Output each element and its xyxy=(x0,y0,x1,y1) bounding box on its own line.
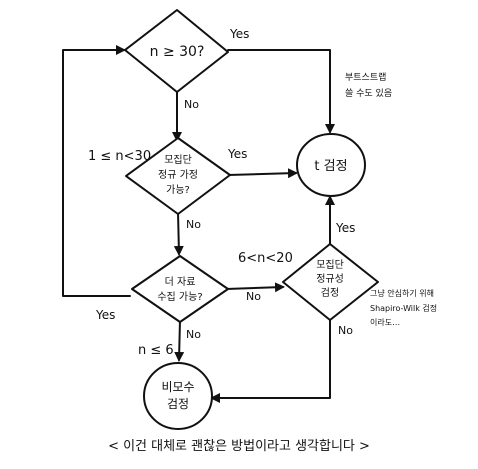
annotation-bootstrap-line2: 쓸 수도 있음 xyxy=(345,87,392,99)
decision-population-normality: 모집단 정규성 검정 xyxy=(282,243,379,321)
edge-popnorm-yes xyxy=(227,168,298,179)
annotation-shapiro-line3: 이라도… xyxy=(370,317,400,327)
decision-normality-line3: 검정 xyxy=(321,287,339,299)
decision-n-ge-30: n ≥ 30? xyxy=(124,9,229,93)
decision-more-data: 더 자료 수집 가능? xyxy=(131,255,229,323)
edge-normality-no xyxy=(210,317,331,403)
terminal-nonparametric: 비모수 검정 xyxy=(143,362,213,430)
decision-pop-normal-line2: 정규 가정 xyxy=(158,169,198,181)
annotation-n-le-6: n ≤ 6 xyxy=(138,343,174,358)
decision-pop-normal-line1: 모집단 xyxy=(164,154,192,166)
terminal-nonparam-line2: 검정 xyxy=(167,397,189,411)
annotation-range-1-30: 1 ≤ n<30 xyxy=(88,149,151,164)
decision-normality-line1: 모집단 xyxy=(316,259,344,271)
annotation-range-6-20: 6<n<20 xyxy=(238,251,293,266)
annotation-shapiro-line1: 그냥 안심하기 위해 xyxy=(370,288,434,298)
label-yes-top: Yes xyxy=(229,27,249,41)
label-no-bottom: No xyxy=(186,328,201,341)
decision-pop-normal-line3: 가능? xyxy=(166,184,190,196)
edge-labels: Yes No Yes No Yes No No Yes No xyxy=(95,27,355,341)
edge-n-le-6 xyxy=(174,319,185,362)
decision-normality-line2: 정규성 xyxy=(316,273,344,285)
edge-moredata-yes xyxy=(62,45,131,297)
edge-moredata-no xyxy=(225,282,285,293)
label-yes-mid: Yes xyxy=(227,147,247,161)
terminal-t-test: t 검정 xyxy=(296,133,366,197)
decision-more-data-line1: 더 자료 xyxy=(165,276,196,288)
annotation-bootstrap-line1: 부트스트랩 xyxy=(345,71,386,83)
decision-population-normal: 모집단 정규 가정 가능? xyxy=(125,137,231,215)
label-yes-left: Yes xyxy=(95,308,115,322)
decision-more-data-line2: 수집 가능? xyxy=(157,291,202,303)
label-no-top: No xyxy=(184,98,199,111)
terminal-nonparam-line1: 비모수 xyxy=(161,380,194,394)
label-no-more-data: No xyxy=(246,290,261,303)
edge-n30-yes xyxy=(227,49,335,134)
decision-n-ge-30-text: n ≥ 30? xyxy=(150,44,205,60)
edge-popnorm-no xyxy=(173,211,184,256)
connectors xyxy=(62,45,335,403)
caption: < 이건 대체로 괜찮은 방법이라고 생각합니다 > xyxy=(108,439,370,454)
label-no-mid: No xyxy=(186,218,201,231)
annotations: 1 ≤ n<30 6<n<20 n ≤ 6 부트스트랩 쓸 수도 있음 그냥 안… xyxy=(88,71,437,358)
label-no-right: No xyxy=(338,324,353,337)
annotation-shapiro-line2: Shapiro-Wilk 검정 xyxy=(370,303,437,313)
label-yes-right: Yes xyxy=(335,221,355,235)
terminal-t-test-text: t 검정 xyxy=(314,159,347,174)
